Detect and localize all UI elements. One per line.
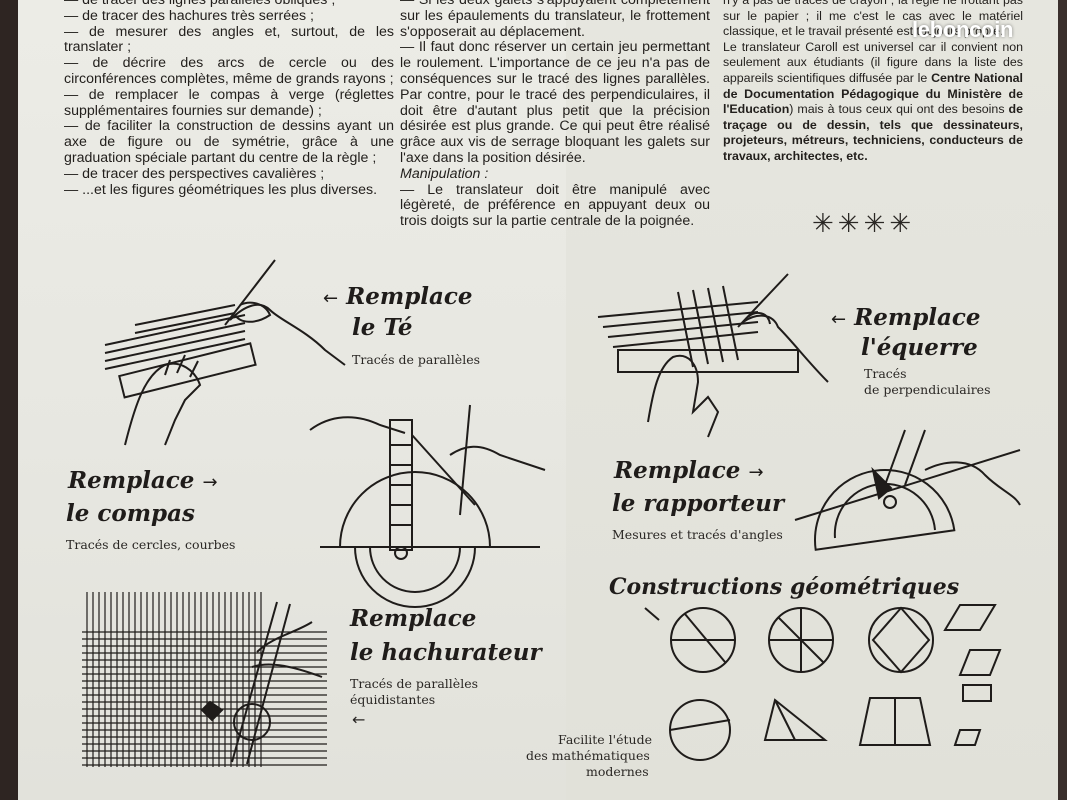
te-title: ← Remplace	[323, 281, 473, 315]
rapporteur-subtitle: Mesures et tracés d'angles	[612, 527, 783, 542]
col2-line: — Si les deux galets s'appuyaient complè…	[400, 0, 710, 40]
manipulation-heading: Manipulation :	[400, 165, 489, 182]
hachurateur-illustration	[82, 592, 327, 767]
col3-bold: de traçage ou de dessin, tels que dessin…	[723, 102, 1023, 163]
col1-line: — de tracer des hachures très serrées ;	[64, 7, 314, 24]
col3-paragraph: Le translateur Caroll est universel car …	[723, 40, 1023, 165]
sheet-right-page	[566, 0, 1058, 800]
constructions-title: Constructions géométriques	[609, 574, 960, 600]
col2-line: — Il faut donc réserver un certain jeu p…	[400, 39, 710, 166]
col1-line: — de décrire des arcs de cercle ou des c…	[64, 55, 394, 87]
equerre-title: ← Remplace	[831, 302, 981, 336]
te-subtitle: Tracés de parallèles	[352, 352, 481, 367]
compas-title-line1: Remplace	[68, 467, 195, 494]
compas-title-2: le compas	[66, 500, 195, 527]
hachurateur-subtitle-2: équidistantes	[350, 692, 436, 707]
text-column-3: n'y a pas de traces de crayon ; la règle…	[723, 0, 1023, 165]
compas-illustration	[309, 404, 546, 608]
leboncoin-watermark: leboncoin	[912, 17, 1014, 42]
col3-bold: Centre National de Documentation Pédagog…	[723, 70, 1023, 117]
te-illustration	[104, 259, 346, 446]
equerre-subtitle-1: Tracés	[864, 366, 907, 381]
equerre-title-line1: Remplace	[854, 304, 981, 331]
col1-line: — de tracer des perspectives cavalières …	[64, 165, 325, 182]
constructions-subtitle-3: modernes	[586, 764, 649, 779]
manipulation-text: — Le translateur doit être manipulé avec…	[400, 181, 710, 230]
geometric-constructions-illustration	[644, 604, 1002, 761]
hachurateur-subtitle-1: Tracés de parallèles	[350, 676, 479, 691]
arrow-left-icon: ←	[323, 288, 339, 309]
col3-text: Le translateur Caroll est universel car …	[723, 39, 1023, 85]
equerre-subtitle-2: de perpendiculaires	[864, 382, 991, 397]
col1-line: — de remplacer le compas à verge (réglet…	[64, 86, 394, 119]
compas-subtitle: Tracés de cercles, courbes	[66, 537, 236, 552]
col1-line: — de tracer des lignes parallèles obliqu…	[64, 0, 336, 8]
col1-line: — ...et les figures géométriques les plu…	[64, 181, 378, 198]
te-title-line1: Remplace	[346, 283, 473, 310]
arrow-right-icon: →	[202, 472, 218, 493]
hachurateur-title-2: le hachurateur	[350, 639, 542, 666]
col1-line: — de faciliter la construction de dessin…	[64, 118, 394, 166]
text-column-2: — Si les deux galets s'appuyaient complè…	[400, 0, 710, 230]
rapporteur-title: Remplace →	[614, 455, 764, 489]
te-title-2: le Té	[352, 314, 413, 341]
text-column-1: — de tracer des lignes parallèles obliqu…	[64, 0, 394, 198]
col3-text: ) mais à tous ceux qui ont des besoins	[789, 102, 1009, 117]
table-edge	[0, 0, 18, 800]
constructions-subtitle-2: des mathématiques	[526, 748, 650, 763]
rapporteur-title-line1: Remplace	[614, 457, 741, 484]
equerre-title-2: l'équerre	[861, 334, 978, 361]
rapporteur-title-2: le rapporteur	[612, 490, 785, 517]
compas-title: Remplace →	[68, 465, 218, 499]
arrow-left-icon: ←	[831, 309, 847, 330]
hachurateur-title: Remplace	[350, 605, 477, 632]
col3-intro: n'y a pas de traces de crayon ; la règle…	[723, 0, 1023, 39]
arrow-right-icon: →	[748, 462, 764, 483]
col1-line: — de mesurer des angles et, surtout, de …	[64, 23, 394, 56]
rapporteur-illustration	[794, 429, 1021, 551]
decorative-stars: ✳✳✳✳	[812, 208, 916, 238]
constructions-subtitle-1: Facilite l'étude	[558, 732, 652, 747]
equerre-illustration	[597, 273, 829, 438]
arrow-left-icon: ←	[352, 710, 366, 729]
